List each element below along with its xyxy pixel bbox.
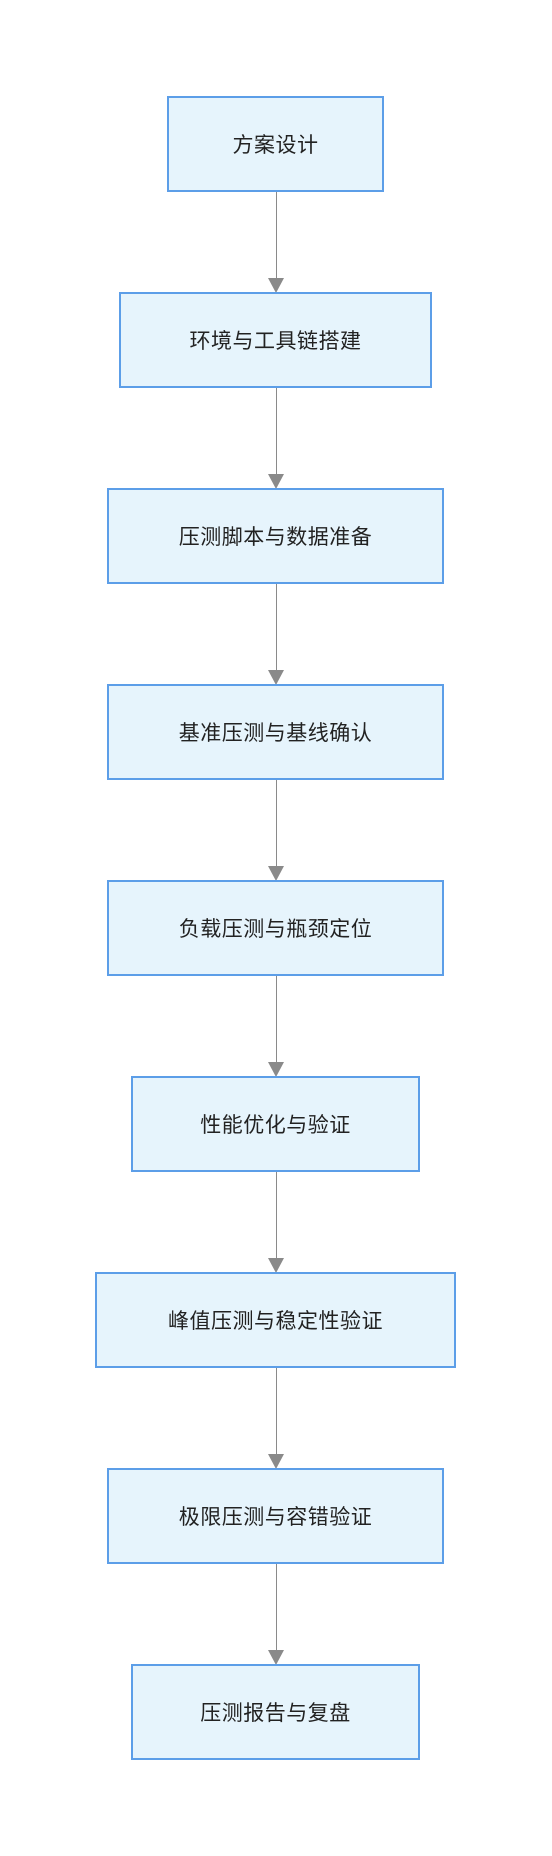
connector-6 (276, 1172, 277, 1258)
step-6-node: 性能优化与验证 (131, 1076, 420, 1172)
step-1-node: 方案设计 (167, 96, 384, 192)
arrowhead-1 (268, 278, 284, 293)
arrowhead-2 (268, 474, 284, 489)
step-2-label: 环境与工具链搭建 (189, 329, 362, 353)
step-9-node: 压测报告与复盘 (131, 1664, 420, 1760)
step-8-label: 极限压测与容错验证 (178, 1505, 373, 1529)
connector-4 (276, 780, 277, 866)
connector-1 (276, 192, 277, 278)
arrowhead-6 (268, 1258, 284, 1273)
arrowhead-4 (268, 866, 284, 881)
step-3-node: 压测脚本与数据准备 (107, 488, 444, 584)
step-4-node: 基准压测与基线确认 (107, 684, 444, 780)
step-5-label: 负载压测与瓶颈定位 (178, 917, 373, 941)
step-3-label: 压测脚本与数据准备 (178, 525, 373, 549)
step-7-label: 峰值压测与稳定性验证 (168, 1309, 383, 1333)
step-7-node: 峰值压测与稳定性验证 (95, 1272, 456, 1368)
connector-2 (276, 388, 277, 474)
arrowhead-8 (268, 1650, 284, 1665)
arrowhead-3 (268, 670, 284, 685)
connector-7 (276, 1368, 277, 1454)
connector-3 (276, 584, 277, 670)
step-4-label: 基准压测与基线确认 (178, 721, 373, 745)
step-9-label: 压测报告与复盘 (200, 1701, 351, 1725)
arrowhead-5 (268, 1062, 284, 1077)
step-2-node: 环境与工具链搭建 (119, 292, 432, 388)
step-5-node: 负载压测与瓶颈定位 (107, 880, 444, 976)
step-6-label: 性能优化与验证 (200, 1113, 351, 1137)
connector-8 (276, 1564, 277, 1650)
step-1-label: 方案设计 (232, 133, 319, 157)
connector-5 (276, 976, 277, 1062)
arrowhead-7 (268, 1454, 284, 1469)
step-8-node: 极限压测与容错验证 (107, 1468, 444, 1564)
